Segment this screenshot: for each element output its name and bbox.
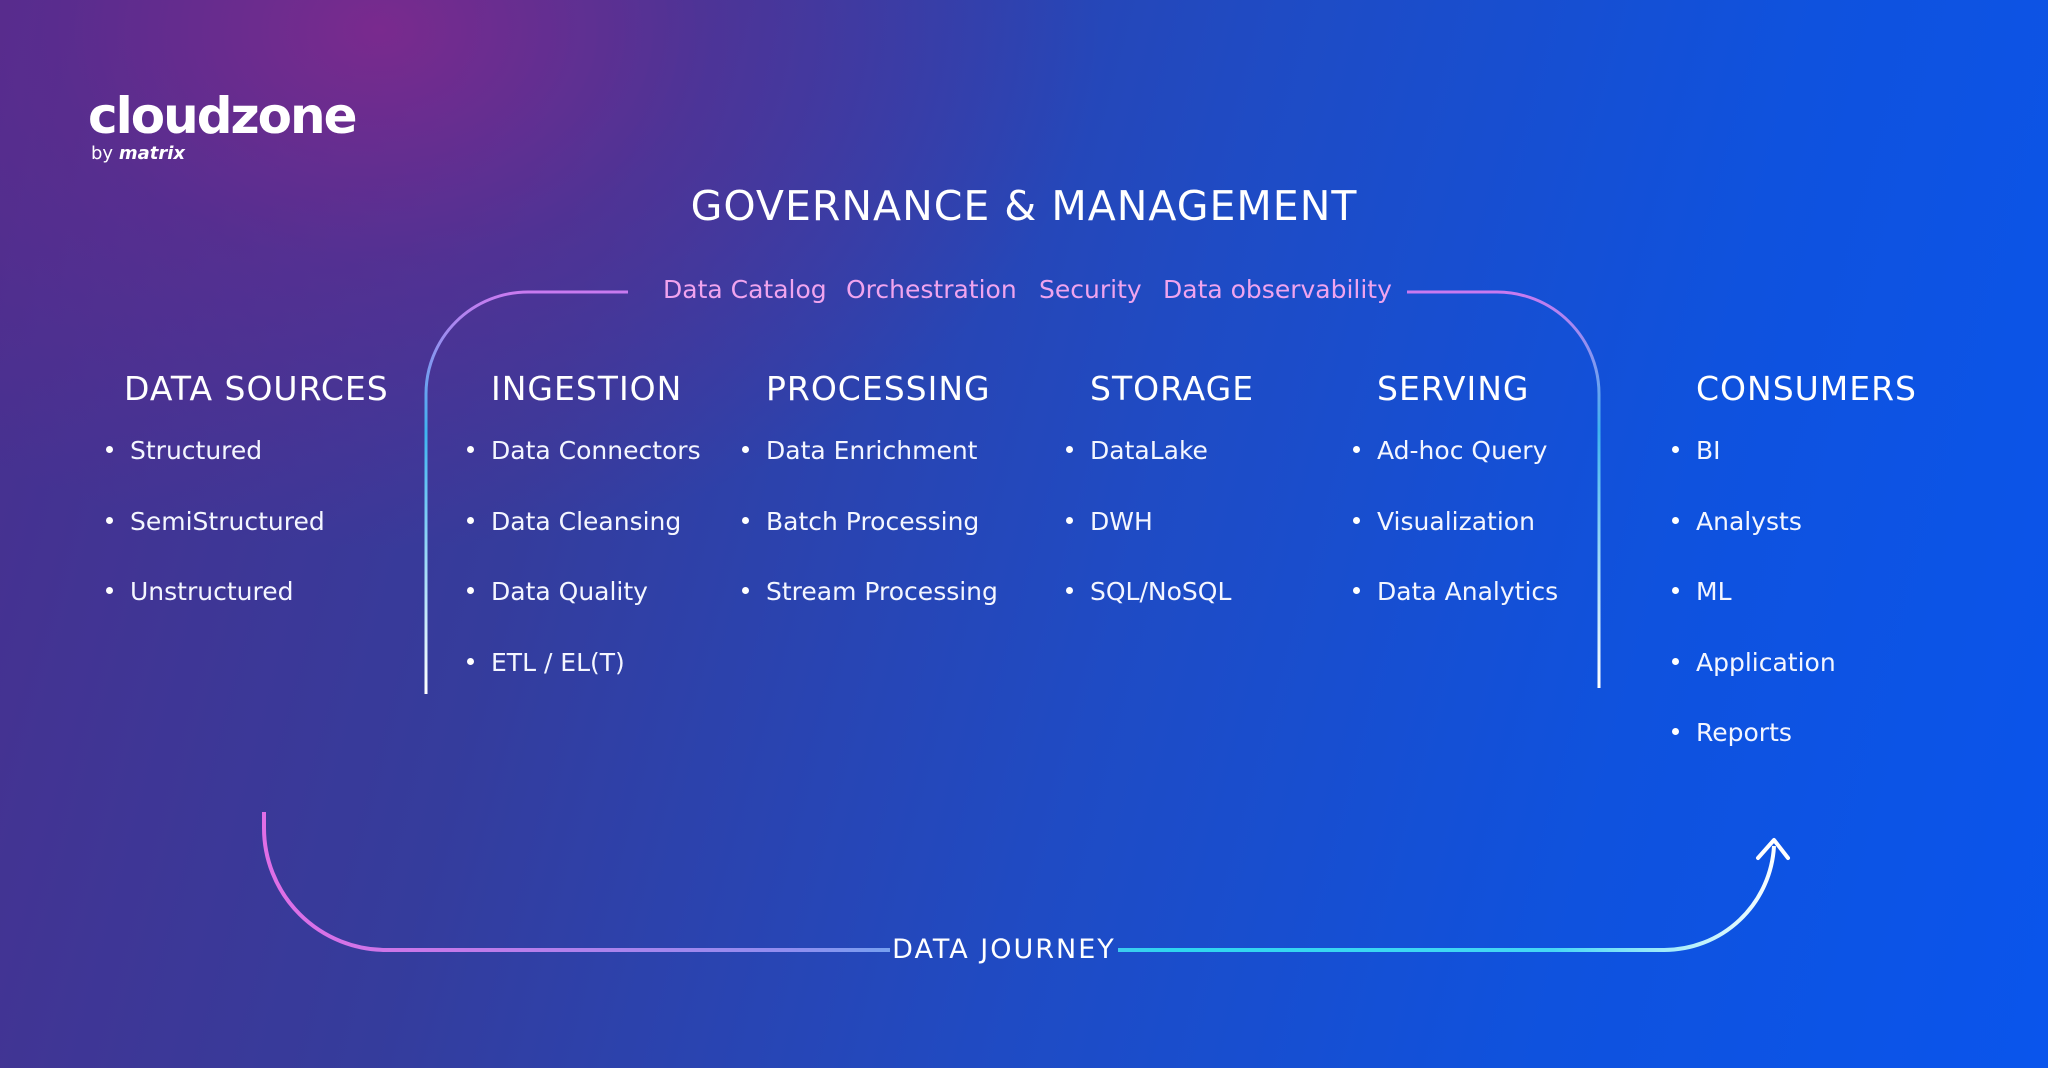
data-journey-line-left bbox=[262, 812, 890, 952]
column-heading: SERVING bbox=[1377, 369, 1530, 408]
list-item: DataLake bbox=[1066, 434, 1254, 505]
list-item: Analysts bbox=[1672, 505, 1917, 576]
list-item: Stream Processing bbox=[742, 575, 998, 646]
column-list: Structured SemiStructured Unstructured bbox=[106, 434, 389, 646]
list-item: SemiStructured bbox=[106, 505, 389, 576]
governance-item-data-catalog: Data Catalog bbox=[663, 275, 827, 304]
data-journey-line-right bbox=[1118, 845, 1776, 953]
list-item: Unstructured bbox=[106, 575, 389, 646]
logo-by: by bbox=[91, 143, 114, 164]
list-item: DWH bbox=[1066, 505, 1254, 576]
column-data-sources: DATA SOURCES Structured SemiStructured U… bbox=[106, 364, 389, 646]
list-item: Data Cleansing bbox=[467, 505, 701, 576]
list-item: Batch Processing bbox=[742, 505, 998, 576]
list-item: Data Quality bbox=[467, 575, 701, 646]
governance-items: Data Catalog Orchestration Security Data… bbox=[0, 270, 2048, 310]
list-item: Data Connectors bbox=[467, 434, 701, 505]
column-ingestion: INGESTION Data Connectors Data Cleansing… bbox=[467, 364, 701, 716]
logo-wordmark: cloudzone bbox=[88, 87, 357, 145]
column-storage: STORAGE DataLake DWH SQL/NoSQL bbox=[1066, 364, 1254, 646]
column-heading: DATA SOURCES bbox=[124, 369, 389, 408]
column-serving: SERVING Ad-hoc Query Visualization Data … bbox=[1353, 364, 1558, 646]
list-item: Reports bbox=[1672, 716, 1917, 787]
logo-byline: by matrix bbox=[91, 144, 355, 164]
list-item: Application bbox=[1672, 646, 1917, 717]
governance-bracket-left bbox=[424, 290, 628, 694]
list-item: Visualization bbox=[1353, 505, 1558, 576]
column-list: BI Analysts ML Application Reports bbox=[1672, 434, 1917, 787]
list-item: Structured bbox=[106, 434, 389, 505]
cloudzone-logo: cloudzone by matrix bbox=[88, 87, 357, 164]
column-heading: CONSUMERS bbox=[1696, 369, 1918, 408]
data-journey-arrowhead bbox=[1756, 838, 1790, 860]
column-list: Data Connectors Data Cleansing Data Qual… bbox=[467, 434, 701, 716]
column-processing: PROCESSING Data Enrichment Batch Process… bbox=[742, 364, 998, 646]
column-consumers: CONSUMERS BI Analysts ML Application Rep… bbox=[1672, 364, 1917, 787]
list-item: Data Analytics bbox=[1353, 575, 1558, 646]
column-heading: INGESTION bbox=[491, 369, 683, 408]
column-list: Data Enrichment Batch Processing Stream … bbox=[742, 434, 998, 646]
column-list: DataLake DWH SQL/NoSQL bbox=[1066, 434, 1254, 646]
list-item: BI bbox=[1672, 434, 1917, 505]
list-item: ETL / EL(T) bbox=[467, 646, 701, 717]
governance-item-orchestration: Orchestration bbox=[846, 275, 1017, 304]
list-item: SQL/NoSQL bbox=[1066, 575, 1254, 646]
list-item: ML bbox=[1672, 575, 1917, 646]
governance-item-data-observability: Data observability bbox=[1163, 275, 1392, 304]
governance-bracket-right bbox=[1407, 290, 1601, 688]
data-journey-label: DATA JOURNEY bbox=[892, 934, 1116, 965]
page-title: GOVERNANCE & MANAGEMENT bbox=[690, 182, 1358, 230]
list-item: Data Enrichment bbox=[742, 434, 998, 505]
logo-brand: matrix bbox=[118, 143, 185, 164]
column-list: Ad-hoc Query Visualization Data Analytic… bbox=[1353, 434, 1558, 646]
governance-item-security: Security bbox=[1039, 275, 1142, 304]
list-item: Ad-hoc Query bbox=[1353, 434, 1558, 505]
column-heading: STORAGE bbox=[1090, 369, 1255, 408]
column-heading: PROCESSING bbox=[766, 369, 991, 408]
